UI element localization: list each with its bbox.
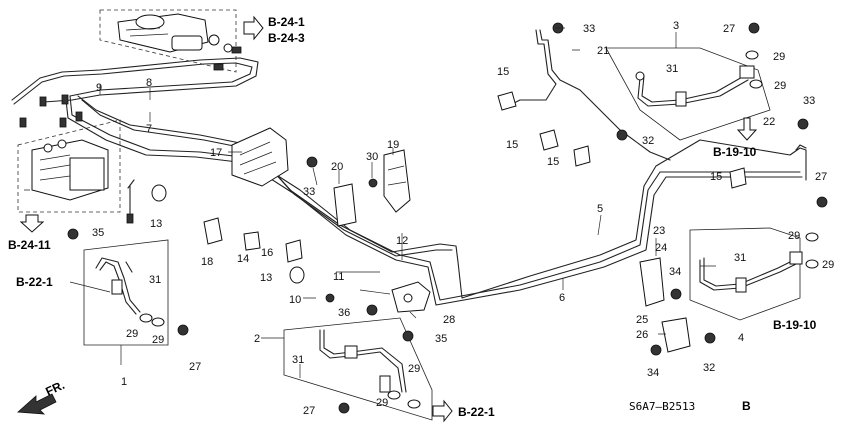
callout-15b[interactable]: 15 <box>506 139 518 151</box>
callout-5[interactable]: 5 <box>597 203 603 215</box>
callout-12[interactable]: 12 <box>396 235 408 247</box>
callout-6[interactable]: 6 <box>559 292 565 304</box>
callout-23[interactable]: 23 <box>653 225 665 237</box>
callout-31c[interactable]: 31 <box>149 274 161 286</box>
brackets-23-26 <box>639 257 691 353</box>
callout-29f[interactable]: 29 <box>152 334 164 346</box>
callout-29h[interactable]: 29 <box>408 363 420 375</box>
callout-3[interactable]: 3 <box>673 20 679 32</box>
leader-lines <box>24 27 716 378</box>
callout-31b[interactable]: 31 <box>734 252 746 264</box>
callout-19[interactable]: 19 <box>387 139 399 151</box>
ref-b22-1-left[interactable]: B-22-1 <box>16 275 53 289</box>
callout-20[interactable]: 20 <box>331 161 343 173</box>
clips-15 <box>497 91 747 189</box>
callout-numbers: 1 2 3 4 5 6 7 8 9 10 11 12 13 13 14 15 1… <box>92 20 834 417</box>
callout-17[interactable]: 17 <box>210 147 222 159</box>
callout-15d[interactable]: 15 <box>710 171 722 183</box>
ref-b24-3[interactable]: B-24-3 <box>268 31 305 45</box>
callout-30[interactable]: 30 <box>366 151 378 163</box>
proportioning-valve-28 <box>391 281 431 313</box>
callout-34b[interactable]: 34 <box>647 367 659 379</box>
hose-box-front-left <box>83 239 169 346</box>
callout-36[interactable]: 36 <box>338 307 350 319</box>
ref-b19-10-bottom[interactable]: B-19-10 <box>773 318 817 332</box>
callout-29e[interactable]: 29 <box>126 328 138 340</box>
callout-1[interactable]: 1 <box>121 376 127 388</box>
front-arrow-label: FR. <box>43 378 66 399</box>
clamp-17 <box>231 127 289 187</box>
callout-27d[interactable]: 27 <box>303 405 315 417</box>
callout-25[interactable]: 25 <box>636 314 648 326</box>
callout-29g[interactable]: 29 <box>376 397 388 409</box>
callout-33b[interactable]: 33 <box>803 95 815 107</box>
callout-8[interactable]: 8 <box>146 77 152 89</box>
callout-32b[interactable]: 32 <box>703 362 715 374</box>
hose-box-rear-right-top <box>605 47 771 141</box>
ref-arrow-b19-10-top[interactable] <box>736 117 758 141</box>
clip-20 <box>333 183 357 227</box>
ref-arrow-b24[interactable] <box>243 15 264 41</box>
ref-b24-1[interactable]: B-24-1 <box>268 15 305 29</box>
callout-15a[interactable]: 15 <box>497 66 509 78</box>
callout-2[interactable]: 2 <box>254 333 260 345</box>
callout-27c[interactable]: 27 <box>189 361 201 373</box>
master-cylinder-group <box>99 9 237 73</box>
callout-31a[interactable]: 31 <box>666 63 678 75</box>
callout-10[interactable]: 10 <box>289 294 301 306</box>
callout-34a[interactable]: 34 <box>669 266 681 278</box>
callout-13a[interactable]: 13 <box>150 218 162 230</box>
ref-arrow-b22-1-left[interactable] <box>69 281 111 293</box>
grommets <box>151 184 305 284</box>
callout-27b[interactable]: 27 <box>815 171 827 183</box>
callout-31d[interactable]: 31 <box>292 354 304 366</box>
callout-16[interactable]: 16 <box>261 247 273 259</box>
callout-21[interactable]: 21 <box>597 45 609 57</box>
callout-14[interactable]: 14 <box>237 253 249 265</box>
callout-4[interactable]: 4 <box>738 332 744 344</box>
ref-arrow-b22-1-bottom[interactable] <box>432 399 453 423</box>
callout-28[interactable]: 28 <box>443 314 455 326</box>
bolts <box>67 22 828 414</box>
callout-29b[interactable]: 29 <box>774 80 786 92</box>
hose-box-rear-left-bottom <box>689 227 819 321</box>
callout-35a[interactable]: 35 <box>92 227 104 239</box>
ref-b22-1-bottom[interactable]: B-22-1 <box>458 405 495 419</box>
callout-35b[interactable]: 35 <box>435 333 447 345</box>
rear-brake-pipes <box>427 29 807 306</box>
ref-b19-10-top[interactable]: B-19-10 <box>713 145 757 159</box>
callout-18[interactable]: 18 <box>201 256 213 268</box>
fittings-upper-left <box>19 46 242 224</box>
callout-22[interactable]: 22 <box>763 116 775 128</box>
diagram-code: S6A7–B2513 <box>629 400 695 413</box>
ref-b24-11[interactable]: B-24-11 <box>8 238 51 252</box>
hose-box-front-right <box>283 317 433 421</box>
callout-9[interactable]: 9 <box>96 82 102 94</box>
callout-26[interactable]: 26 <box>636 329 648 341</box>
callout-13b[interactable]: 13 <box>260 272 272 284</box>
callout-33a[interactable]: 33 <box>583 23 595 35</box>
abs-modulator-group <box>17 119 121 213</box>
diagram-code-suffix: B <box>742 399 751 413</box>
callout-29d[interactable]: 29 <box>822 259 834 271</box>
callout-29a[interactable]: 29 <box>773 51 785 63</box>
callout-32a[interactable]: 32 <box>642 135 654 147</box>
ref-arrow-b24-11[interactable] <box>19 214 45 233</box>
callout-11[interactable]: 11 <box>333 271 344 283</box>
callout-15c[interactable]: 15 <box>547 156 559 168</box>
callout-27a[interactable]: 27 <box>723 23 735 35</box>
callout-33c[interactable]: 33 <box>303 186 315 198</box>
bracket-19 <box>383 149 411 213</box>
callout-7[interactable]: 7 <box>146 123 152 135</box>
callout-24[interactable]: 24 <box>655 242 667 254</box>
callout-29c[interactable]: 29 <box>788 230 800 242</box>
front-arrow-icon <box>17 393 57 415</box>
